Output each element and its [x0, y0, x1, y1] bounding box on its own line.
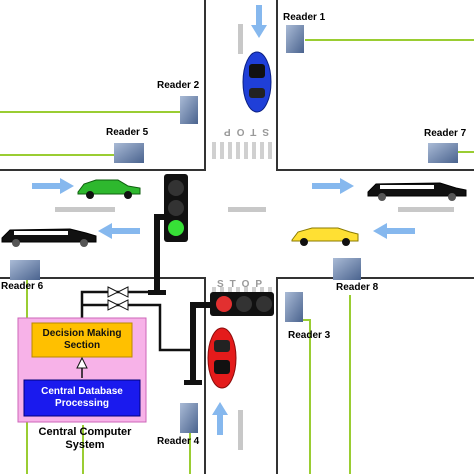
- reader-6-device: [10, 260, 40, 280]
- arrow-west-right: [373, 223, 415, 239]
- limousine-left: [1, 228, 97, 247]
- stop-marking-bottom: STOP: [217, 279, 269, 290]
- reader-4-label: Reader 4: [157, 436, 200, 447]
- reader-1-device: [286, 25, 304, 53]
- traffic-light-red: [184, 292, 274, 385]
- blue-car: [242, 51, 272, 113]
- green-car: [77, 179, 141, 199]
- decision-box: [31, 322, 133, 358]
- reader-1-label: Reader 1: [283, 12, 326, 23]
- reader-7-device: [428, 143, 458, 163]
- arrow-west-left: [98, 223, 140, 239]
- cable-diodes: [107, 286, 129, 311]
- yellow-car: [291, 227, 359, 246]
- reader-2-device: [180, 96, 198, 124]
- reader-6-label: Reader 6: [1, 281, 44, 292]
- reader-3-device: [285, 292, 303, 322]
- lane-dividers: [55, 24, 454, 450]
- reader-5-device: [114, 143, 144, 163]
- stop-marking-top: STOP: [218, 126, 270, 137]
- reader-8-label: Reader 8: [336, 282, 379, 293]
- arrow-south-top: [251, 5, 267, 38]
- reader-4-device: [180, 403, 198, 433]
- arrow-north-bottom: [212, 402, 228, 435]
- reader-2-label: Reader 2: [157, 80, 200, 91]
- traffic-light-green: [148, 174, 188, 295]
- reader-7-label: Reader 7: [424, 128, 467, 139]
- arrow-east-right: [312, 178, 354, 194]
- central-system-label: Central Computer System: [38, 426, 132, 451]
- reader-8-device: [333, 258, 361, 280]
- reader-5-label: Reader 5: [106, 127, 149, 138]
- database-box: [23, 379, 141, 417]
- database-label: Central Database Processing: [41, 386, 123, 409]
- red-car: [207, 327, 237, 389]
- crosswalk-top: [212, 142, 272, 159]
- decision-label: Decision Making Section: [42, 328, 122, 351]
- limousine-top-right: [367, 182, 467, 201]
- box-arrow: [76, 356, 88, 378]
- reader-3-label: Reader 3: [288, 330, 331, 341]
- arrow-east-top: [32, 178, 74, 194]
